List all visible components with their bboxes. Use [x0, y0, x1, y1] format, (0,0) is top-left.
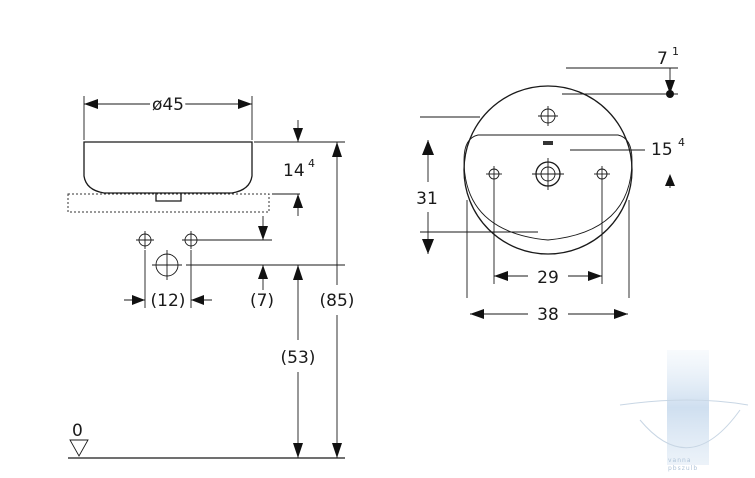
top-view: 7 1 15 4 31 29 38 [416, 45, 685, 325]
floor-level-marker [69, 439, 89, 457]
label-top-depth-sup: 4 [678, 136, 685, 149]
label-top-offset-sup: 1 [672, 45, 679, 58]
waste-outlet [155, 193, 182, 202]
watermark-text: vanna [668, 457, 692, 464]
side-hole-right [594, 166, 610, 182]
label-top-offset: 7 [657, 49, 668, 69]
overflow-slot [543, 141, 553, 145]
side-view: ø45 14 4 (12) [67, 92, 355, 459]
tap-hole-top [538, 106, 558, 126]
label-top-height: (53) [281, 348, 316, 368]
label-floor-level: 0 [72, 421, 83, 441]
side-hole-left [486, 166, 502, 182]
label-diameter: ø45 [152, 95, 184, 115]
watermark-logo: vanna pbszulb [619, 350, 749, 472]
label-hole-spacing: (12) [151, 291, 186, 311]
label-side-height-sup: 4 [308, 157, 315, 170]
label-front-depth: 31 [416, 189, 438, 209]
label-overall-width: 38 [537, 305, 559, 325]
label-side-height: 14 [283, 161, 305, 181]
tap-hole-right [182, 231, 200, 249]
basin-inner-bowl [463, 134, 633, 241]
label-overall-height: (85) [320, 291, 355, 311]
drain-top [532, 158, 564, 190]
label-hole-offset: (7) [250, 291, 274, 311]
basin-side-outline [83, 141, 253, 194]
tap-hole-left [136, 231, 154, 249]
label-top-depth: 15 [651, 140, 673, 160]
label-hole-distance: 29 [537, 268, 559, 288]
waste-hole [152, 250, 182, 280]
countertop [67, 193, 270, 213]
svg-text:pbszulb: pbszulb [668, 465, 698, 472]
